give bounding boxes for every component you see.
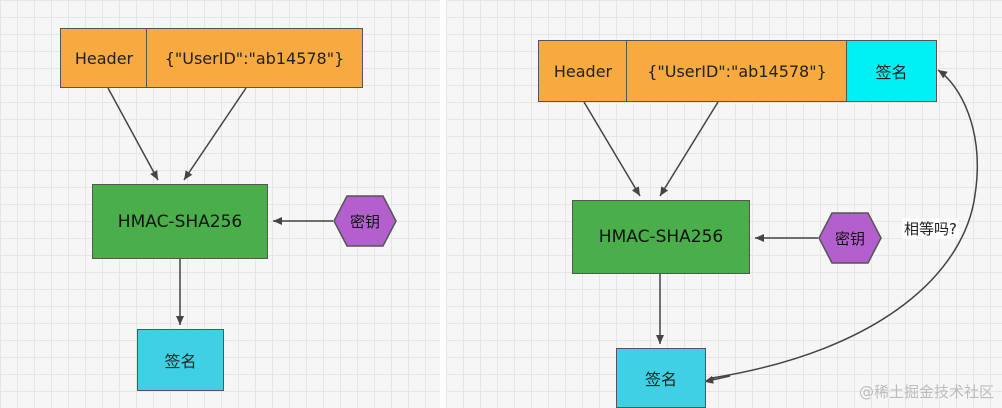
signature-box-bottom-right: 签名 bbox=[616, 348, 706, 408]
arrow-header-to-hmac-left bbox=[107, 87, 159, 181]
payload-box-left: {"UserID":"ab14578"} bbox=[146, 28, 363, 88]
watermark-text: @稀土掘金技术社区 bbox=[858, 383, 994, 401]
arrow-compare-curve-tail bbox=[711, 377, 715, 380]
header-box-left: Header bbox=[60, 28, 148, 88]
signature-box-left: 签名 bbox=[137, 329, 224, 391]
signature-box-top-right: 签名 bbox=[846, 40, 937, 102]
arrow-payload-to-hmac-right bbox=[659, 101, 719, 197]
arrow-compare-curve bbox=[711, 69, 979, 379]
secret-key-hexagon-right: 密钥 bbox=[818, 212, 882, 264]
payload-box-right: {"UserID":"ab14578"} bbox=[626, 40, 848, 102]
header-box-right: Header bbox=[538, 40, 628, 102]
secret-key-label-right: 密钥 bbox=[834, 229, 865, 248]
arrow-payload-to-hmac-left bbox=[183, 87, 247, 181]
compare-question-label: 相等吗? bbox=[902, 218, 959, 239]
secret-key-hexagon-left: 密钥 bbox=[333, 195, 397, 247]
hmac-box-left: HMAC-SHA256 bbox=[92, 184, 268, 259]
arrow-header-to-hmac-right bbox=[583, 101, 641, 197]
secret-key-label-left: 密钥 bbox=[349, 212, 380, 231]
hmac-box-right: HMAC-SHA256 bbox=[572, 200, 750, 274]
